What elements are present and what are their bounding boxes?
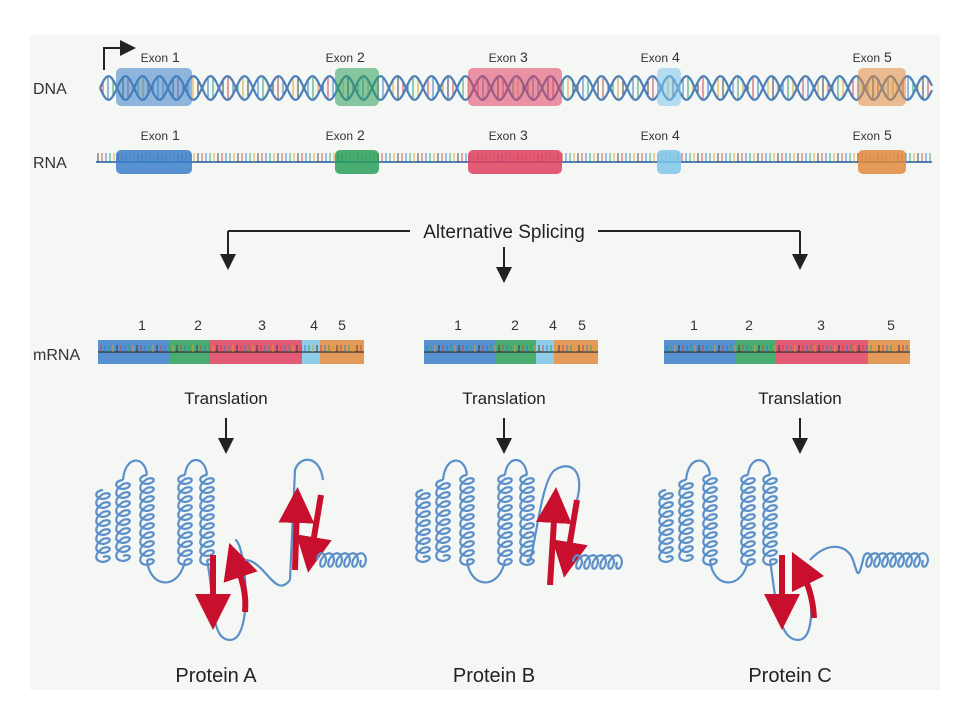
rna-exon-3-label: Exon xyxy=(489,129,516,143)
mrna-row-label: mRNA xyxy=(33,347,80,364)
translation-label: Translation xyxy=(758,389,841,408)
rna-exon-5-block xyxy=(858,150,906,174)
dna-exon-3-block xyxy=(468,68,562,106)
mrna-exon-number: 3 xyxy=(258,317,266,333)
rna-exon-1-label: Exon xyxy=(141,129,168,143)
protein-structure-1 xyxy=(95,458,368,642)
protein-label: Protein C xyxy=(748,665,831,687)
protein-label: Protein B xyxy=(453,665,535,687)
mrna-exon-number: 5 xyxy=(887,317,895,333)
dna-exon-3-label: Exon xyxy=(489,51,516,65)
rna-exon-4-label: Exon xyxy=(641,129,668,143)
rna-exon-5-number: 5 xyxy=(884,127,892,143)
mrna-bar-3 xyxy=(664,340,910,364)
dna-exon-1-number: 1 xyxy=(172,49,180,65)
rna-exon-blocks: Exon 1 Exon 2 Exon 3 Exon 4 Exon 5 xyxy=(116,127,906,174)
protein-label: Protein A xyxy=(175,665,257,687)
dna-exon-1-block xyxy=(116,68,192,106)
rna-exon-4-number: 4 xyxy=(672,127,680,143)
rna-row-label: RNA xyxy=(33,155,67,172)
mrna-bar-2 xyxy=(424,340,598,364)
mrna-exon-number: 1 xyxy=(454,317,462,333)
rna-exon-3-block xyxy=(468,150,562,174)
mrna-bar-1 xyxy=(98,340,364,364)
dna-exon-4-block xyxy=(657,68,681,106)
rna-exon-3-number: 3 xyxy=(520,127,528,143)
mrna-exon-number: 4 xyxy=(310,317,318,333)
rna-exon-1-number: 1 xyxy=(172,127,180,143)
dna-exon-1-label: Exon xyxy=(141,51,168,65)
mrna-exon-number: 2 xyxy=(194,317,202,333)
mrna-exon-number: 2 xyxy=(511,317,519,333)
dna-exon-4-number: 4 xyxy=(672,49,680,65)
mrna-exon-number: 2 xyxy=(745,317,753,333)
mrna-exon-number: 1 xyxy=(138,317,146,333)
rna-exon-4-block xyxy=(657,150,681,174)
dna-exon-2-block xyxy=(335,68,379,106)
mrna-exon-number: 1 xyxy=(690,317,698,333)
rna-exon-2-block xyxy=(335,150,379,174)
dna-exon-5-block xyxy=(858,68,906,106)
dna-exon-4-label: Exon xyxy=(641,51,668,65)
protein-structure-3 xyxy=(658,458,930,642)
rna-exon-2-number: 2 xyxy=(357,127,365,143)
rna-exon-5-label: Exon xyxy=(853,129,880,143)
mrna-exon-number: 4 xyxy=(549,317,557,333)
mrna-exon-number: 5 xyxy=(578,317,586,333)
dna-exon-5-label: Exon xyxy=(853,51,880,65)
dna-exon-blocks: Exon 1 Exon 2 Exon 3 Exon 4 Exon 5 xyxy=(116,49,906,106)
protein-structure-2 xyxy=(415,458,624,586)
splicing-bracket xyxy=(220,230,808,283)
translation-label: Translation xyxy=(184,389,267,408)
dna-exon-5-number: 5 xyxy=(884,49,892,65)
mrna-exon-number: 3 xyxy=(817,317,825,333)
dna-exon-2-label: Exon xyxy=(326,51,353,65)
translation-label: Translation xyxy=(462,389,545,408)
alternative-splicing-label: Alternative Splicing xyxy=(423,222,585,243)
dna-exon-2-number: 2 xyxy=(357,49,365,65)
transcription-start-arrow-icon xyxy=(103,40,136,70)
dna-row-label: DNA xyxy=(33,81,67,98)
dna-exon-3-number: 3 xyxy=(520,49,528,65)
rna-exon-1-block xyxy=(116,150,192,174)
mrna-exon-number: 5 xyxy=(338,317,346,333)
rna-exon-2-label: Exon xyxy=(326,129,353,143)
